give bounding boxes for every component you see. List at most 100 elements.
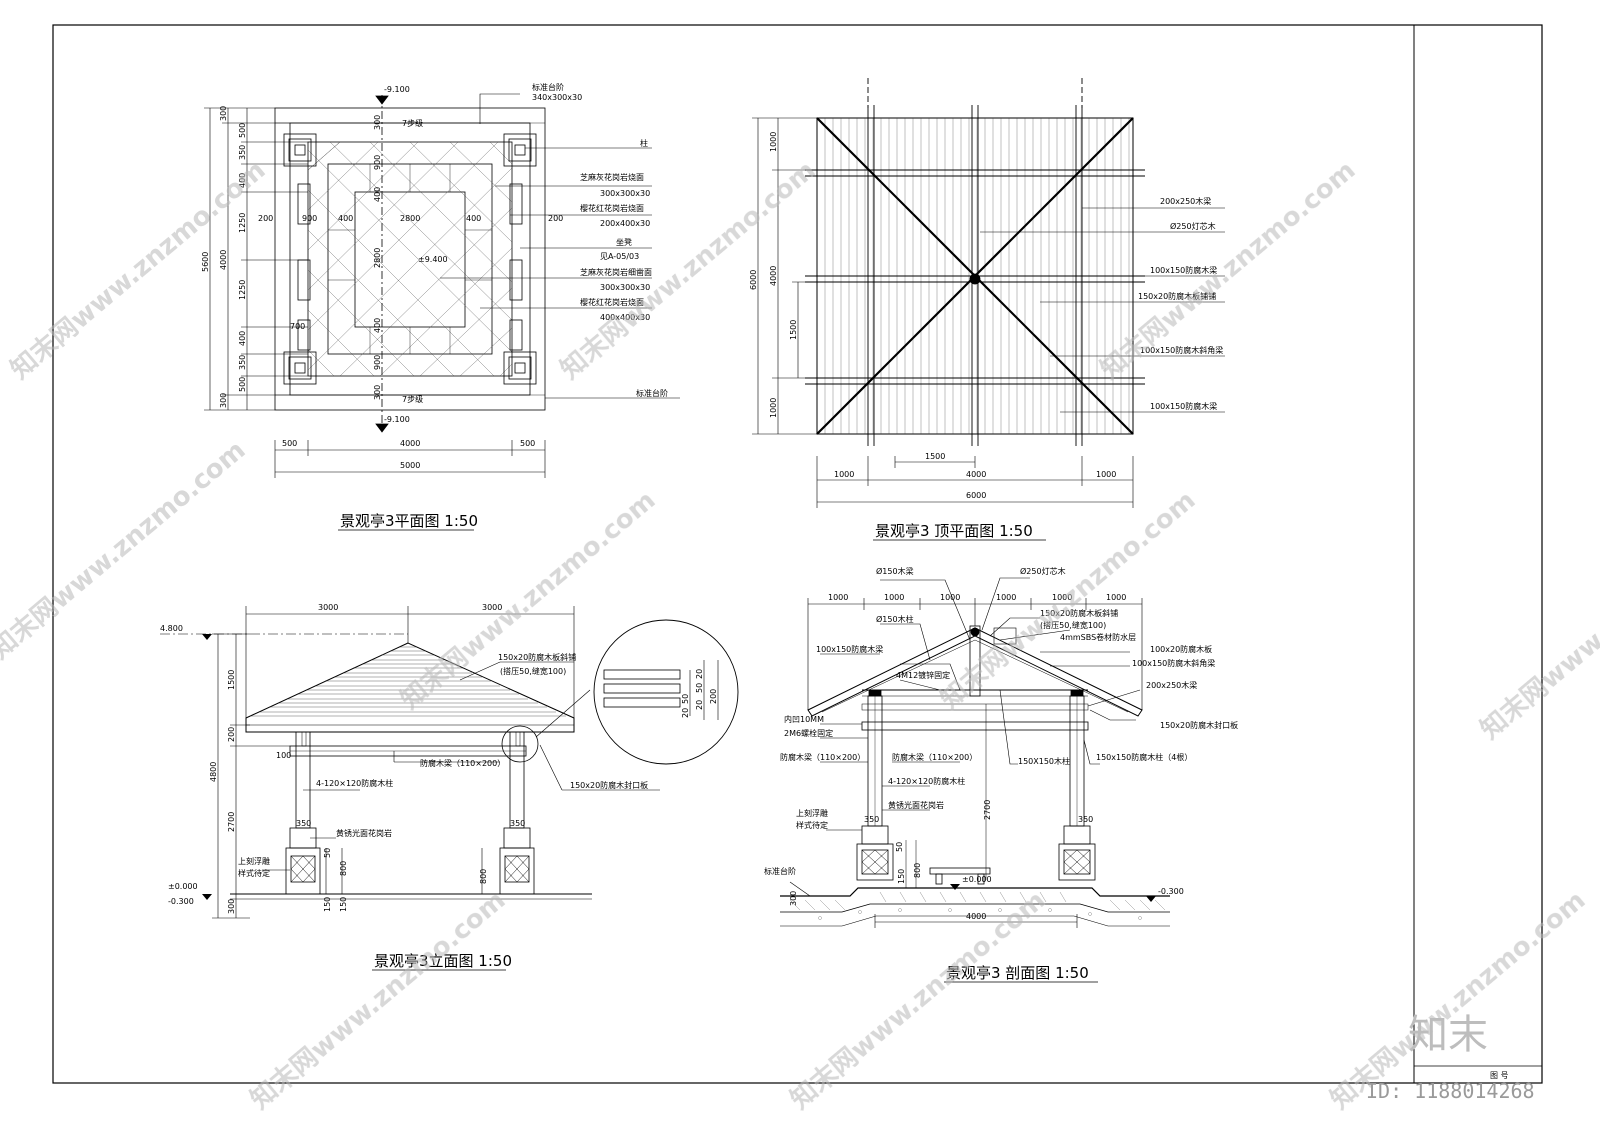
svg-text:±0.000: ±0.000 [168,882,198,891]
svg-text:1000: 1000 [1096,470,1116,479]
svg-text:100x150防腐木斜角梁: 100x150防腐木斜角梁 [1140,345,1223,355]
roof-dims-left [752,117,817,435]
elevation-view: 3000 3000 4.800 ±0.000 -0.300 1500 200 2… [160,603,739,971]
svg-text:1500: 1500 [925,452,945,461]
svg-text:4800: 4800 [209,762,218,782]
watermark-7: 知末网www.znzmo.com [1475,515,1600,745]
svg-text:4-120×120防腐木柱: 4-120×120防腐木柱 [888,776,965,786]
svg-text:4000: 4000 [769,266,778,286]
elev-detail-boards [603,660,719,720]
svg-text:4-120×120防腐木柱: 4-120×120防腐木柱 [316,778,393,788]
svg-text:300x300x30: 300x300x30 [600,189,650,198]
plan-elev-bottom: -9.100 [384,415,410,424]
plan-labels: 标准台阶 340x300x30 柱 芝麻灰花岗岩烧面 300x300x30 樱花… [532,82,668,398]
svg-text:4M12镀锌固定: 4M12镀锌固定 [896,670,950,680]
plan-step-top: 7步级 [402,118,423,128]
plan-dims-bottom [274,440,546,478]
svg-text:1000: 1000 [884,593,904,602]
svg-text:内凹10MM: 内凹10MM [784,714,824,724]
svg-text:150x20防腐木板斜铺: 150x20防腐木板斜铺 [1040,608,1118,618]
svg-text:樱花红花岗岩烧面: 樱花红花岗岩烧面 [580,203,644,213]
roof-plan-view: 1000 4000 1000 6000 1500 1500 1000 4000 … [749,78,1225,541]
roof-center-post [969,273,981,285]
svg-text:1500: 1500 [789,320,798,340]
svg-text:300: 300 [219,106,228,121]
svg-text:(搭压50,缝宽100): (搭压50,缝宽100) [1040,620,1106,630]
svg-text:1000: 1000 [828,593,848,602]
roof-dims-bottom-text: 1500 1000 4000 1000 6000 [834,452,1116,500]
svg-text:标准台阶: 标准台阶 [636,388,668,398]
plan-leaders [440,93,680,399]
plan-dims-left-text: 300 500 350 400 1250 1250 400 350 500 30… [201,106,247,408]
svg-text:4000: 4000 [966,470,986,479]
svg-text:芝麻灰花岗岩细凿面: 芝麻灰花岗岩细凿面 [580,267,652,277]
section-title: 景观亭3 剖面图 1:50 [946,964,1089,982]
svg-text:400: 400 [373,187,382,202]
svg-text:340x300x30: 340x300x30 [532,93,582,102]
svg-text:标准台阶: 标准台阶 [764,866,796,876]
plan-columns [283,133,537,385]
svg-text:100x150防腐木梁: 100x150防腐木梁 [1150,401,1217,411]
elev-roof [245,642,575,733]
svg-text:2700: 2700 [983,800,992,820]
svg-text:200x250木梁: 200x250木梁 [1160,196,1211,206]
svg-text:3000: 3000 [318,603,338,612]
roof-title: 景观亭3 顶平面图 1:50 [875,522,1033,540]
svg-text:300: 300 [227,899,236,914]
plan-dims-bottom-text: 500 4000 500 5000 [282,439,535,470]
svg-text:2700: 2700 [227,812,236,832]
elev-detail-circle-small [501,725,539,763]
section-dims-top-text: 1000 1000 1000 1000 1000 1000 [828,593,1126,602]
svg-text:1000: 1000 [834,470,854,479]
svg-text:500: 500 [238,377,247,392]
svg-text:1250: 1250 [238,213,247,233]
elev-roof-hatch [250,646,566,717]
svg-text:4mmSBS卷材防水层: 4mmSBS卷材防水层 [1060,632,1136,642]
svg-text:2M6螺栓固定: 2M6螺栓固定 [784,728,833,738]
svg-text:300: 300 [373,115,382,130]
elevation-title: 景观亭3立面图 1:50 [374,952,512,970]
svg-text:900: 900 [373,355,382,370]
plan-dim-700: 700 [290,322,305,331]
roof-beams [805,78,1145,446]
plan-dims-inner: 200 900 400 2800 400 200 300 900 400 280… [258,115,563,400]
section-view: ±0.000 -0.300 1000 1000 1000 1000 1000 1… [764,566,1238,983]
svg-text:20: 20 [681,708,690,718]
svg-text:150x150防腐木柱（4根）: 150x150防腐木柱（4根） [1096,752,1192,762]
svg-text:200: 200 [709,689,718,704]
section-beam [861,721,1089,731]
plan-paver-grid [275,122,545,396]
section-dims-top [807,598,1143,710]
svg-text:400x400x30: 400x400x30 [600,313,650,322]
svg-text:4000: 4000 [219,250,228,270]
svg-text:柱: 柱 [640,138,648,148]
elev-column-right [509,731,525,829]
section-elev-base: -0.300 [1158,887,1184,896]
svg-text:100x20防腐木板: 100x20防腐木板 [1150,644,1212,654]
svg-text:样式待定: 样式待定 [796,820,828,830]
plan-view: -9.100 -9.100 ±9.400 7步级 7步级 700 300 500… [201,82,680,531]
svg-text:防腐木梁（110×200）: 防腐木梁（110×200） [420,758,505,768]
svg-text:150x20防腐木板铺铺: 150x20防腐木板铺铺 [1138,291,1216,301]
svg-text:Ø150木梁: Ø150木梁 [876,566,914,576]
svg-text:1250: 1250 [238,280,247,300]
svg-text:-0.300: -0.300 [168,897,194,906]
svg-text:200: 200 [258,214,273,223]
watermark-9: 知末网www.znzmo.com [785,885,1051,1115]
svg-text:150: 150 [323,897,332,912]
svg-text:防腐木梁（110×200）: 防腐木梁（110×200） [780,752,865,762]
svg-text:350: 350 [238,145,247,160]
svg-text:20: 20 [695,669,704,679]
svg-text:樱花红花岗岩烧面: 樱花红花岗岩烧面 [580,297,644,307]
svg-text:900: 900 [373,155,382,170]
svg-text:1000: 1000 [1052,593,1072,602]
svg-text:150: 150 [897,869,906,884]
svg-text:100x150防腐木斜角梁: 100x150防腐木斜角梁 [1132,658,1215,668]
svg-text:1000: 1000 [769,398,778,418]
svg-text:150X150木柱: 150X150木柱 [1018,756,1070,766]
title-block-label: 图 号 [1490,1071,1509,1080]
svg-text:150x20防腐木板斜铺: 150x20防腐木板斜铺 [498,652,576,662]
elev-leaders [262,661,660,871]
brand-logo: 知末 [1408,1012,1488,1058]
elev-dims-left-text: 1500 200 2700 300 4800 [209,670,236,914]
